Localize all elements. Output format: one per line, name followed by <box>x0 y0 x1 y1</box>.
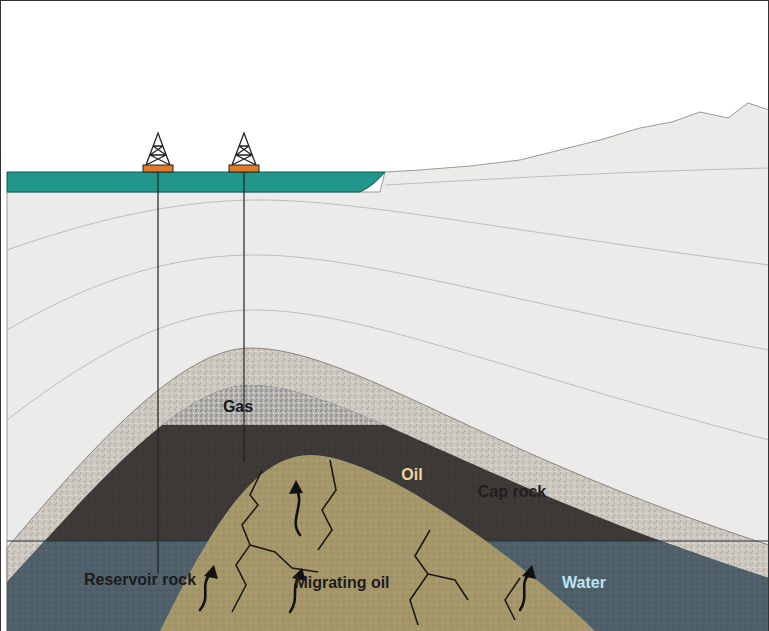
migrating-oil-zone: Migrating oil <box>290 572 393 594</box>
reservoir-rock-layer: Reservoir rock <box>80 569 200 591</box>
zone-label: Gas <box>223 398 253 416</box>
zone-label: Reservoir rock <box>84 571 196 589</box>
cap-rock-layer: Cap rock <box>474 481 550 503</box>
zone-label: Cap rock <box>478 483 546 501</box>
oil-zone: Oil <box>397 464 426 486</box>
zone-label: Migrating oil <box>294 574 389 592</box>
zone-label: Oil <box>401 466 422 484</box>
zone-label: Water <box>562 574 606 592</box>
gas-zone: Gas <box>219 396 257 418</box>
water-zone: Water <box>558 572 610 594</box>
